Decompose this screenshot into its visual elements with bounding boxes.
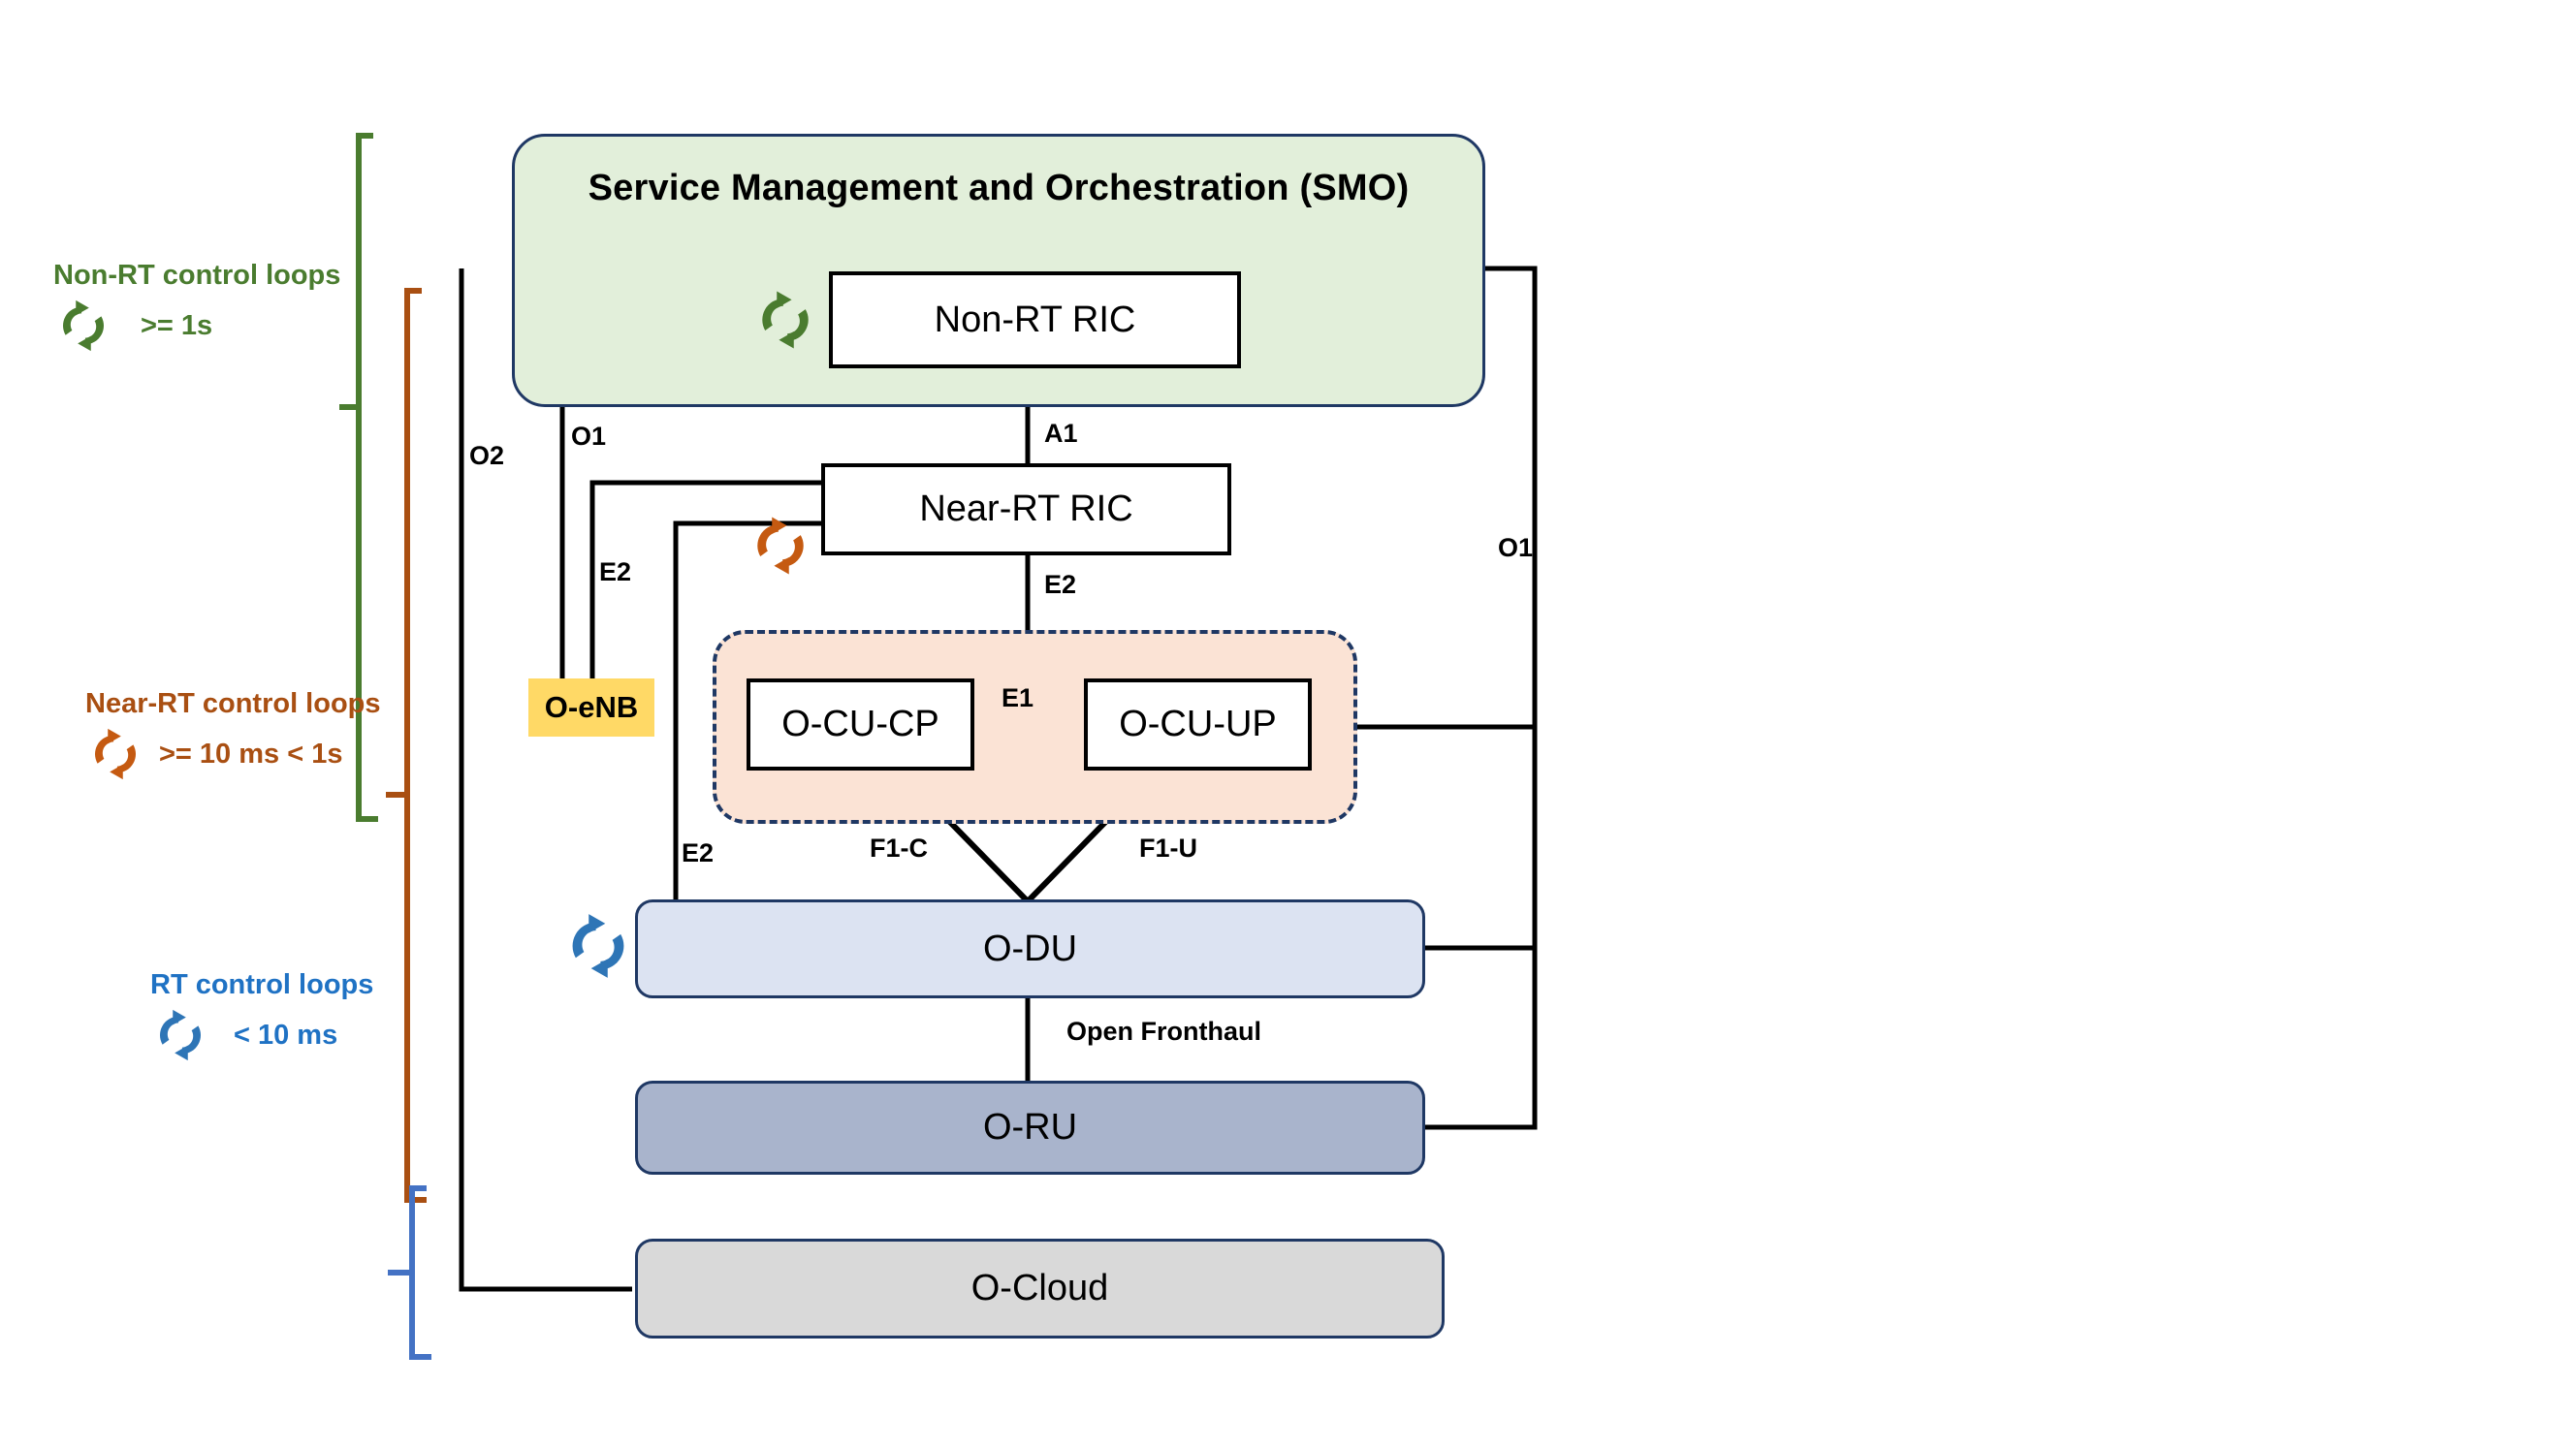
o-cu-up-label: O-CU-UP xyxy=(1119,704,1277,744)
label-a1: A1 xyxy=(1044,419,1078,448)
label-e2-cu: E2 xyxy=(1044,570,1077,599)
label-e1: E1 xyxy=(1002,683,1034,712)
legend-timing-non-rt: >= 1s xyxy=(141,309,213,341)
legend-title-non-rt: Non-RT control loops xyxy=(53,260,341,291)
control-loop-icon-legend-non-rt xyxy=(53,296,113,356)
legend-timing-rt: < 10 ms xyxy=(234,1019,338,1051)
non-rt-ric-box[interactable]: Non-RT RIC xyxy=(829,271,1241,368)
label-o1-right: O1 xyxy=(1498,533,1534,562)
o-du-box[interactable]: O-DU xyxy=(635,899,1425,998)
non-rt-ric-label: Non-RT RIC xyxy=(934,299,1136,340)
o-ru-label: O-RU xyxy=(982,1107,1078,1148)
o-cloud-box[interactable]: O-Cloud xyxy=(635,1239,1445,1339)
legend-timing-near-rt: >= 10 ms < 1s xyxy=(159,738,343,770)
o-cu-up-box[interactable]: O-CU-UP xyxy=(1084,678,1312,771)
legend-group-rt: RT control loops < 10 ms xyxy=(150,969,373,1065)
control-loop-icon-legend-near-rt xyxy=(85,724,145,784)
bracket-near-rt-upper xyxy=(404,288,422,795)
control-loop-icon-non-rt xyxy=(751,286,819,354)
o-du-label: O-DU xyxy=(982,928,1078,969)
bracket-rt xyxy=(409,1185,431,1360)
bracket-near-rt-lower xyxy=(404,795,427,1203)
near-rt-ric-box[interactable]: Near-RT RIC xyxy=(821,463,1231,555)
label-o2: O2 xyxy=(469,441,505,470)
near-rt-ric-label: Near-RT RIC xyxy=(919,488,1133,529)
control-loop-icon-rt xyxy=(560,908,636,984)
o-enb-box[interactable]: O-eNB xyxy=(528,678,654,737)
legend-row-near-rt: >= 10 ms < 1s xyxy=(85,724,381,784)
smo-title: Service Management and Orchestration (SM… xyxy=(588,168,1410,208)
control-loop-icon-near-rt xyxy=(747,512,814,580)
o-enb-label: O-eNB xyxy=(544,690,639,724)
label-e2-enb: E2 xyxy=(599,557,632,586)
legend-group-non-rt: Non-RT control loops >= 1s xyxy=(53,260,340,356)
bracket-non-rt-upper xyxy=(356,133,373,407)
label-e2-du: E2 xyxy=(682,838,715,867)
legend-title-rt: RT control loops xyxy=(150,969,374,1000)
wire-o2 xyxy=(459,268,632,1292)
label-open-fronthaul: Open Fronthaul xyxy=(1066,1017,1261,1046)
label-f1u: F1-U xyxy=(1139,834,1197,863)
legend-title-near-rt: Near-RT control loops xyxy=(85,688,381,719)
label-f1c: F1-C xyxy=(870,834,928,863)
label-o1-left: O1 xyxy=(571,422,607,451)
control-loop-icon-legend-rt xyxy=(150,1005,210,1065)
legend-group-near-rt: Near-RT control loops >= 10 ms < 1s xyxy=(85,688,381,784)
o-ru-box[interactable]: O-RU xyxy=(635,1081,1425,1175)
o-cu-cp-label: O-CU-CP xyxy=(781,704,939,744)
o-cloud-label: O-Cloud xyxy=(970,1268,1109,1308)
legend-row-non-rt: >= 1s xyxy=(53,296,340,356)
legend-row-rt: < 10 ms xyxy=(150,1005,373,1065)
o-cu-cp-box[interactable]: O-CU-CP xyxy=(747,678,974,771)
